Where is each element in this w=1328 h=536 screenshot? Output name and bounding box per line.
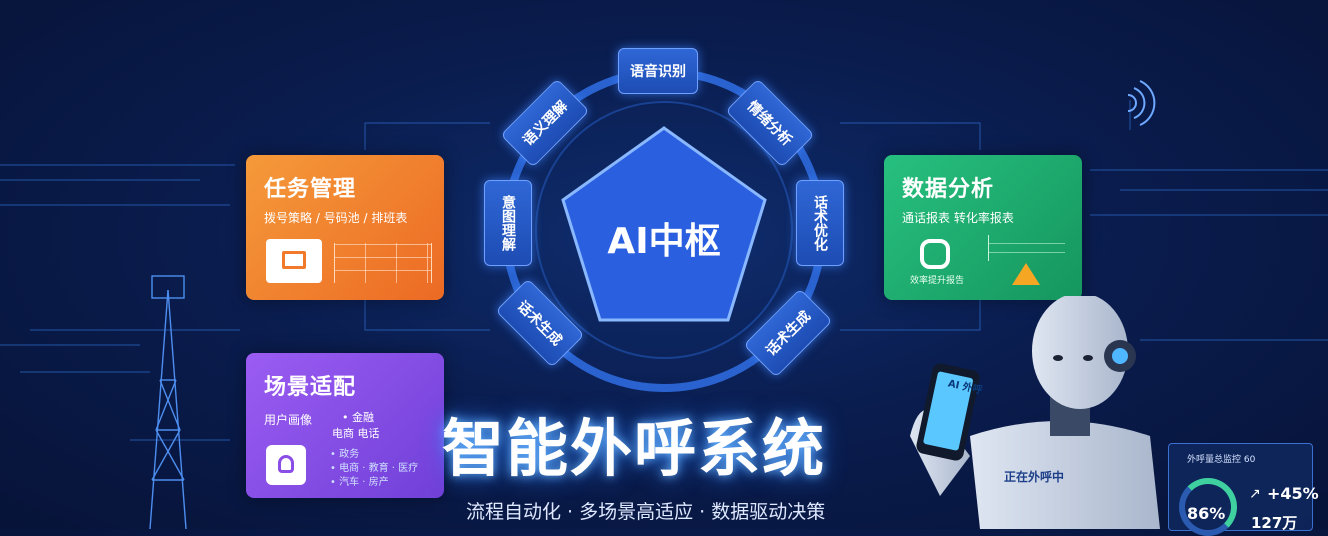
schedule-grid-icon xyxy=(334,243,432,283)
task-management-card[interactable]: 任务管理 拨号策略 / 号码池 / 排班表 xyxy=(246,155,444,300)
task-card-subtitle: 拨号策略 / 号码池 / 排班表 xyxy=(264,211,408,225)
robot-illustration xyxy=(910,296,1160,529)
data-card-title: 数据分析 xyxy=(902,177,995,202)
radio-tower-icon xyxy=(149,275,187,529)
signal-icon xyxy=(1127,80,1156,126)
data-analysis-card[interactable]: 数据分析 通话报表 转化率报表 效率提升报告 xyxy=(884,155,1082,300)
data-card-subtitle: 通话报表 转化率报表 xyxy=(902,211,1014,225)
stats-title: 外呼量总监控 60 xyxy=(1187,455,1256,465)
scene-item-1: • 金融 xyxy=(342,411,374,424)
user-portrait-icon xyxy=(266,445,306,485)
hero-tagline: 流程自动化 · 多场景高适应 · 数据驱动决策 xyxy=(466,501,826,523)
hero-title: 智能外呼系统 xyxy=(442,412,827,485)
report-icon xyxy=(920,239,950,269)
calendar-icon xyxy=(266,239,322,283)
scene-card-title: 场景适配 xyxy=(264,375,357,400)
node-intent-understanding[interactable]: 意图理解 xyxy=(484,180,532,266)
rate-value: +45% xyxy=(1267,484,1319,503)
task-card-title: 任务管理 xyxy=(264,177,357,202)
trend-chart-icon xyxy=(988,235,1065,261)
hub-pentagon xyxy=(561,126,767,322)
node-script-optimization[interactable]: 话术优化 xyxy=(796,180,844,266)
warning-triangle-icon xyxy=(1012,263,1040,285)
stats-panel[interactable]: 外呼量总监控 60 86% ↗ +45% 127万 xyxy=(1168,443,1319,536)
node-speech-recognition[interactable]: 语音识别 xyxy=(618,48,698,94)
scene-item-3: • 政务 xyxy=(330,449,360,460)
hub-label[interactable]: AI中枢 xyxy=(607,221,721,262)
scene-item-4: • 电商 · 教育 · 医疗 xyxy=(330,463,419,474)
scene-item-2: 电商 电话 xyxy=(332,427,380,440)
scene-adaptation-card[interactable]: 场景适配 用户画像 • 金融 电商 电话 • 政务 • 电商 · 教育 · 医疗… xyxy=(246,353,444,498)
scene-card-subtitle: 用户画像 xyxy=(264,413,313,427)
gauge-value: 86% xyxy=(1187,504,1226,523)
count-value: 127万 xyxy=(1251,514,1298,532)
scene-item-5: • 汽车 · 房产 xyxy=(330,477,389,488)
arrow-up-icon: ↗ xyxy=(1249,486,1261,502)
data-card-label: 效率提升报告 xyxy=(910,276,965,286)
robot-chest-text: 正在外呼中 xyxy=(1004,470,1065,484)
